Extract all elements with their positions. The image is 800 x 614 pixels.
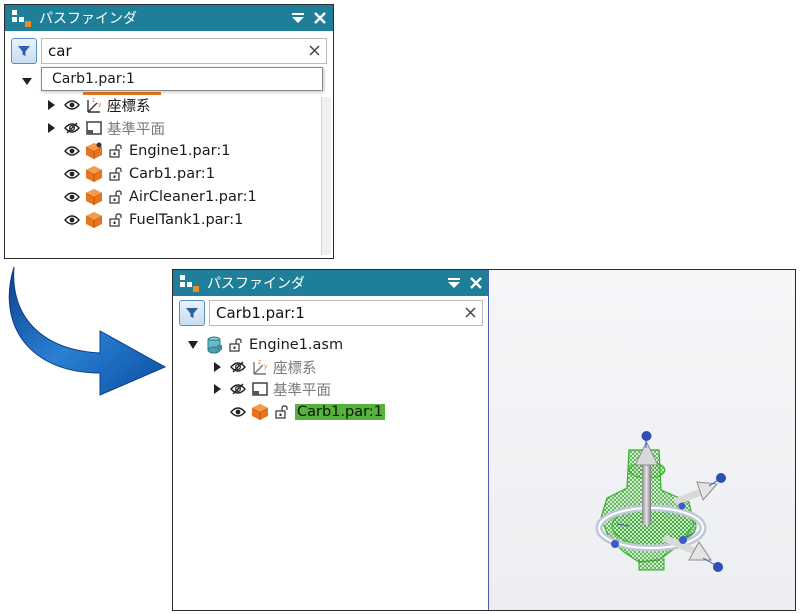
pathfinder-panel-before: パスファインダ zy 座標系 基準平面 Engine1. xyxy=(4,4,334,259)
pathfinder-logo-icon xyxy=(11,9,33,27)
suggestion-label: Carb1.par:1 xyxy=(52,71,135,87)
filter-icon xyxy=(186,308,198,318)
clear-search-icon[interactable] xyxy=(305,41,323,59)
unlock-icon xyxy=(273,403,291,421)
panel-title: パスファインダ xyxy=(39,11,137,27)
filter-icon xyxy=(18,46,30,56)
tree-root-expander[interactable] xyxy=(21,75,33,87)
autocomplete-suggestion[interactable]: Carb1.par:1 xyxy=(41,67,323,91)
svg-text:z: z xyxy=(258,359,261,366)
carburetor-model-icon xyxy=(595,431,726,572)
eye-icon[interactable] xyxy=(63,96,81,114)
unlock-icon xyxy=(107,142,125,160)
unlock-icon xyxy=(107,188,125,206)
tree-item-label: Carb1.par:1 xyxy=(295,404,385,420)
assembly-icon xyxy=(205,336,223,354)
pathfinder-panel-after: パスファインダ Engine1.asm z xyxy=(172,269,796,611)
eye-icon[interactable] xyxy=(63,211,81,229)
svg-text:y: y xyxy=(264,363,268,370)
part-icon xyxy=(85,211,103,229)
expand-arrow-icon[interactable] xyxy=(45,99,57,111)
tree-item-label: Engine1.par:1 xyxy=(129,143,231,159)
dropdown-menu-icon[interactable] xyxy=(445,274,463,292)
filter-button[interactable] xyxy=(11,38,37,64)
tree-row-assembly[interactable]: Engine1.asm xyxy=(187,334,343,356)
unlock-icon xyxy=(227,336,245,354)
tree-row-part[interactable]: Engine1.par:1 xyxy=(63,140,230,162)
expand-arrow-icon[interactable] xyxy=(211,361,223,373)
tree-row-part[interactable]: FuelTank1.par:1 xyxy=(63,209,243,231)
scrollbar[interactable] xyxy=(321,97,331,255)
eye-hidden-icon[interactable] xyxy=(229,358,247,376)
reference-plane-icon xyxy=(251,380,269,398)
eye-icon[interactable] xyxy=(229,403,247,421)
tree-item-label: 基準平面 xyxy=(273,382,331,399)
curved-arrow-icon xyxy=(8,266,167,396)
close-icon[interactable] xyxy=(467,274,485,292)
reference-plane-icon xyxy=(85,119,103,137)
eye-icon[interactable] xyxy=(63,188,81,206)
tree-item-label: FuelTank1.par:1 xyxy=(129,212,244,228)
unlock-icon xyxy=(107,211,125,229)
tree-item-label: 座標系 xyxy=(107,98,151,115)
collapse-arrow-icon[interactable] xyxy=(187,339,199,351)
3d-viewport[interactable] xyxy=(488,270,795,610)
part-icon xyxy=(251,403,269,421)
search-input[interactable] xyxy=(41,38,327,64)
expand-arrow-icon[interactable] xyxy=(45,122,57,134)
filter-button[interactable] xyxy=(179,300,205,326)
clear-search-icon[interactable] xyxy=(461,303,479,321)
part-icon xyxy=(85,165,103,183)
part-icon xyxy=(85,188,103,206)
tree-row-part-selected[interactable]: Carb1.par:1 xyxy=(229,401,385,423)
tree-item-label: 座標系 xyxy=(273,360,317,377)
title-bar: パスファインダ xyxy=(173,270,489,296)
search-input[interactable] xyxy=(209,300,483,326)
part-icon xyxy=(85,142,103,160)
selection-indicator xyxy=(83,92,161,95)
tree-item-label: 基準平面 xyxy=(107,121,165,138)
tree-row-reference-plane[interactable]: 基準平面 xyxy=(211,378,331,400)
tree-item-label: Engine1.asm xyxy=(249,337,344,353)
close-icon[interactable] xyxy=(311,9,329,27)
svg-text:y: y xyxy=(98,101,102,108)
eye-hidden-icon[interactable] xyxy=(229,380,247,398)
expand-arrow-icon[interactable] xyxy=(211,383,223,395)
eye-icon[interactable] xyxy=(63,165,81,183)
svg-text:z: z xyxy=(92,97,95,104)
tree-item-label: Carb1.par:1 xyxy=(129,166,215,182)
search-row xyxy=(11,37,327,65)
pathfinder-logo-icon xyxy=(179,274,201,292)
tree-row-part[interactable]: Carb1.par:1 xyxy=(63,163,215,185)
dropdown-menu-icon[interactable] xyxy=(289,9,307,27)
title-bar: パスファインダ xyxy=(5,5,333,31)
tree-row-part[interactable]: AirCleaner1.par:1 xyxy=(63,186,257,208)
unlock-icon xyxy=(107,165,125,183)
eye-icon[interactable] xyxy=(63,142,81,160)
eye-hidden-icon[interactable] xyxy=(63,119,81,137)
search-row xyxy=(179,299,483,327)
tree-row-reference-plane[interactable]: 基準平面 xyxy=(45,117,165,139)
tree-item-label: AirCleaner1.par:1 xyxy=(129,189,257,205)
panel-title: パスファインダ xyxy=(207,276,305,292)
pathfinder-pane: パスファインダ Engine1.asm z xyxy=(173,270,489,610)
